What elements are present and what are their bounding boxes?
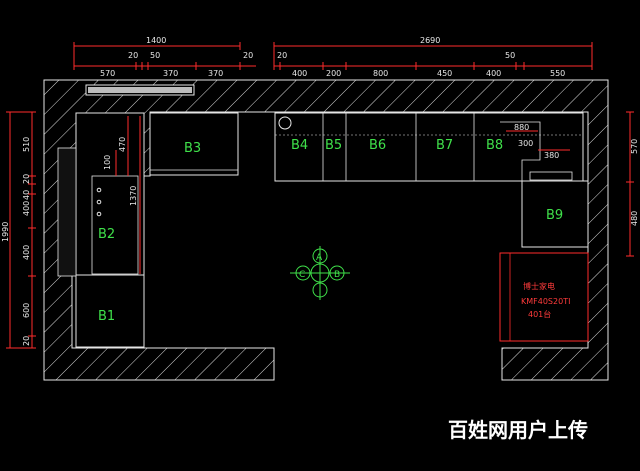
hob-burner-1 xyxy=(96,187,102,193)
corner-cabinet-b8 xyxy=(500,121,541,181)
dim-label-100: 100 xyxy=(103,155,112,170)
dim-label-tr-5: 400 xyxy=(486,69,501,78)
dim-label-tl-2: 50 xyxy=(150,51,160,60)
dim-label-tr-3: 800 xyxy=(373,69,388,78)
compass-letter-c: C xyxy=(299,270,305,280)
dim-label-300: 300 xyxy=(518,139,533,148)
dim-label-left-6: 20 xyxy=(22,336,31,346)
dimension-text: 1400 2690 570 20 50 370 370 20 20 400 20… xyxy=(1,36,639,346)
label-b7: B7 xyxy=(436,138,453,153)
view-direction-symbol xyxy=(290,246,350,300)
right-cabinets xyxy=(499,180,589,342)
cabinet-labels: B1 B2 B3 B4 B5 B6 B7 B8 B9 xyxy=(98,138,563,324)
dim-label-1370: 1370 xyxy=(129,186,138,206)
cabinet-b9-body xyxy=(521,180,589,248)
appliance-qty: 401台 xyxy=(528,309,551,319)
dim-label-tr-2: 200 xyxy=(326,69,341,78)
appliance-brand: 博士家电 xyxy=(523,281,555,291)
dim-label-left-total: 1990 xyxy=(1,222,10,242)
label-b5: B5 xyxy=(325,138,342,153)
top-run-outline xyxy=(274,112,584,182)
cabinet-b3-body xyxy=(149,112,239,176)
dim-label-380: 380 xyxy=(544,151,559,160)
dim-label-tr-6: 50 xyxy=(505,51,515,60)
dim-label-top-left-total: 1400 xyxy=(146,36,166,45)
dim-label-left-5: 600 xyxy=(22,303,31,318)
dim-label-left-0: 510 xyxy=(22,137,31,152)
left-tall-unit xyxy=(57,147,77,277)
hob-burner-2 xyxy=(96,199,102,205)
dimension-ticks xyxy=(6,42,634,349)
dim-label-tr-7: 550 xyxy=(550,69,565,78)
dim-label-top-right-total: 2690 xyxy=(420,36,440,45)
dim-label-tr-0: 20 xyxy=(277,51,287,60)
dim-label-tl-0: 570 xyxy=(100,69,115,78)
dim-label-tr-4: 450 xyxy=(437,69,452,78)
b2-inner-panel xyxy=(91,175,139,275)
dim-label-880: 880 xyxy=(514,123,529,132)
dim-label-470: 470 xyxy=(118,137,127,152)
compass-letter-a: A xyxy=(316,253,323,263)
walls xyxy=(43,79,609,381)
dim-label-tl-3: 370 xyxy=(163,69,178,78)
compass-letter-b: B xyxy=(334,270,340,280)
watermark: 百姓网用户上传 xyxy=(448,418,588,442)
dim-label-tl-1: 20 xyxy=(128,51,138,60)
cabinet-b2-body xyxy=(75,112,145,276)
dim-label-left-1: 20 xyxy=(22,174,31,184)
dim-label-left-4: 400 xyxy=(22,245,31,260)
dim-label-left-2: 40 xyxy=(22,190,31,200)
label-b9: B9 xyxy=(546,208,563,223)
dimension-lines xyxy=(9,45,631,348)
sink-drain xyxy=(278,116,292,130)
corner-inner-box xyxy=(529,171,573,181)
hob-burner-3 xyxy=(96,211,102,217)
label-b2: B2 xyxy=(98,227,115,242)
appliance-model: KMF40S20TI xyxy=(521,297,570,306)
appliance-body xyxy=(499,252,589,342)
label-b8: B8 xyxy=(486,138,503,153)
label-b6: B6 xyxy=(369,138,386,153)
dim-label-tl-4: 370 xyxy=(208,69,223,78)
label-b1: B1 xyxy=(98,309,115,324)
dim-label-right-0: 570 xyxy=(630,139,639,154)
top-left-cabinets xyxy=(149,112,239,176)
wall-hatch xyxy=(43,79,609,381)
compass-letters: A C B xyxy=(299,253,340,280)
left-cabinets xyxy=(57,112,145,348)
label-b4: B4 xyxy=(291,138,308,153)
window-glass xyxy=(88,87,192,93)
appliance-label: 博士家电 KMF40S20TI 401台 xyxy=(521,281,570,319)
dim-label-tl-5: 20 xyxy=(243,51,253,60)
dim-label-left-3: 400 xyxy=(22,201,31,216)
top-right-cabinets xyxy=(274,112,584,182)
label-b3: B3 xyxy=(184,141,201,156)
dim-label-tr-1: 400 xyxy=(292,69,307,78)
dim-label-right-1: 480 xyxy=(630,211,639,226)
